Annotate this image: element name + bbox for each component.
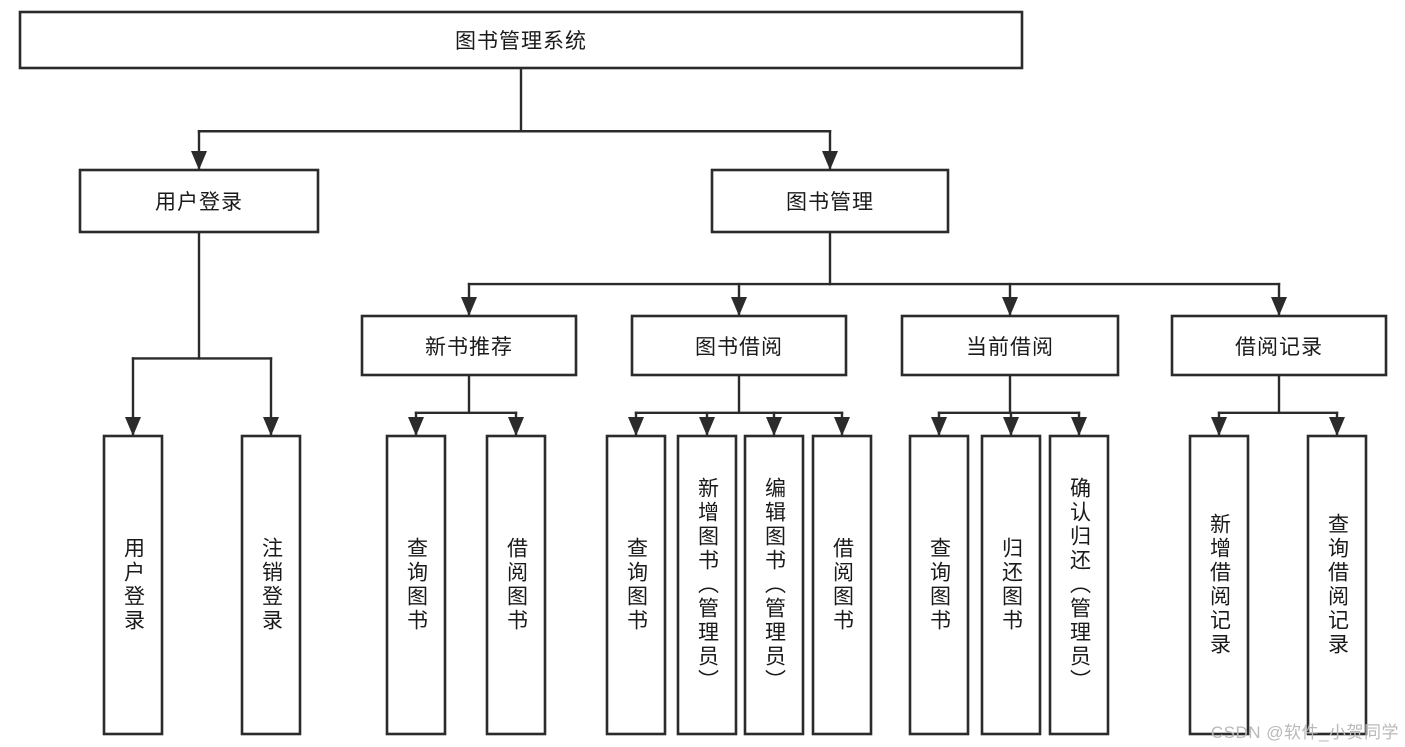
arrow-head-icon (834, 417, 850, 436)
arrow-head-icon (931, 417, 947, 436)
arrow-head-icon (461, 297, 477, 316)
arrow-head-icon (1329, 417, 1345, 436)
node-box-leaf_4[interactable] (605, 434, 667, 736)
arrow-head-icon (408, 417, 424, 436)
arrow-head-icon (731, 297, 747, 316)
node-box-l3_0[interactable] (360, 314, 578, 377)
node-box-l2_1[interactable] (710, 168, 950, 234)
node-box-leaf_2[interactable] (385, 434, 447, 736)
arrow-head-icon (1211, 417, 1227, 436)
arrow-head-icon (125, 417, 141, 436)
node-box-leaf_11[interactable] (1188, 434, 1250, 736)
node-box-leaf_7[interactable] (811, 434, 873, 736)
node-box-leaf_1[interactable] (240, 434, 302, 736)
arrow-head-icon (699, 417, 715, 436)
node-box-leaf_9[interactable] (980, 434, 1042, 736)
arrow-head-icon (1002, 297, 1018, 316)
node-box-l2_0[interactable] (78, 168, 320, 234)
node-box-l3_1[interactable] (630, 314, 848, 377)
node-box-leaf_12[interactable] (1306, 434, 1368, 736)
arrow-head-icon (1003, 417, 1019, 436)
arrow-head-icon (1071, 417, 1087, 436)
arrow-head-icon (508, 417, 524, 436)
boxes-layer (18, 10, 1388, 736)
node-box-leaf_10[interactable] (1048, 434, 1110, 736)
edges-layer (125, 66, 1345, 438)
node-box-leaf_3[interactable] (485, 434, 547, 736)
arrow-head-icon (628, 417, 644, 436)
arrow-head-icon (263, 417, 279, 436)
csdn-watermark: CSDN @软件_小贺同学 (1210, 723, 1399, 742)
node-box-root[interactable] (18, 10, 1024, 70)
node-box-leaf_6[interactable] (743, 434, 805, 736)
node-box-l3_3[interactable] (1170, 314, 1388, 377)
arrow-head-icon (191, 151, 207, 170)
arrow-head-icon (766, 417, 782, 436)
arrow-head-icon (822, 151, 838, 170)
node-box-leaf_5[interactable] (676, 434, 738, 736)
node-box-leaf_0[interactable] (102, 434, 164, 736)
arrow-head-icon (1271, 297, 1287, 316)
node-box-l3_2[interactable] (900, 314, 1120, 377)
node-box-leaf_8[interactable] (908, 434, 970, 736)
